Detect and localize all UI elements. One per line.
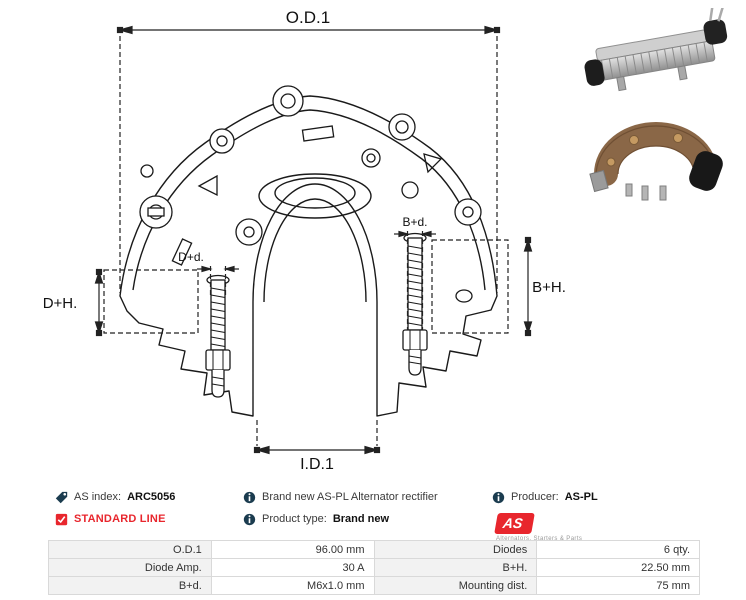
- tag-icon: [55, 491, 68, 504]
- dim-label-dd: D+d.: [178, 250, 204, 264]
- spec-value: 75 mm: [536, 576, 700, 595]
- spec-label: Diodes: [373, 540, 538, 559]
- standard-line-badge: STANDARD LINE: [74, 513, 166, 525]
- spec-row: B+d. M6x1.0 mm Mounting dist. 75 mm: [48, 576, 700, 595]
- spec-label: B+H.: [373, 558, 538, 577]
- producer-field: Producer: AS-PL: [492, 491, 717, 504]
- as-pl-logo: AS: [494, 513, 536, 534]
- right-mounting-bolt: [402, 232, 428, 376]
- info-icon: [243, 491, 256, 504]
- dim-label-id1: I.D.1: [300, 456, 334, 473]
- product-photo-side-view: [584, 8, 728, 92]
- product-photo-top-view: [589, 122, 723, 201]
- spec-row: O.D.1 96.00 mm Diodes 6 qty.: [48, 540, 700, 559]
- product-type-label: Product type:: [262, 513, 327, 525]
- spec-value: 22.50 mm: [536, 558, 700, 577]
- dim-label-dh: D+H.: [43, 295, 78, 312]
- spec-label: O.D.1: [48, 540, 212, 559]
- spec-label: Diode Amp.: [48, 558, 212, 577]
- producer-value: AS-PL: [564, 491, 598, 503]
- dim-label-bd: B+d.: [402, 215, 427, 229]
- info-icon: [243, 513, 256, 526]
- spec-value: 96.00 mm: [210, 540, 375, 559]
- standard-line-field: STANDARD LINE: [55, 513, 243, 526]
- left-mounting-bolt: [205, 274, 231, 398]
- as-pl-logo-tagline: Alternators, Starters & Parts: [496, 536, 583, 542]
- as-index-field: AS index: ARC5056: [55, 491, 243, 504]
- spec-label: B+d.: [48, 576, 212, 595]
- plate-holes: [139, 85, 482, 303]
- spec-value: M6x1.0 mm: [210, 576, 375, 595]
- product-description: Brand new AS-PL Alternator rectifier: [262, 491, 438, 503]
- spec-row: Diode Amp. 30 A B+H. 22.50 mm: [48, 558, 700, 577]
- product-type-value: Brand new: [332, 513, 390, 525]
- as-index-value: ARC5056: [127, 491, 176, 503]
- producer-label: Producer:: [511, 491, 559, 503]
- dimension-annotations: O.D.1 I.D.1 D+H. D+d.: [43, 8, 566, 473]
- rectifier-technical-drawing: O.D.1 I.D.1 D+H. D+d.: [43, 8, 566, 473]
- description-field: Brand new AS-PL Alternator rectifier: [243, 491, 492, 504]
- dim-label-od1: O.D.1: [286, 8, 330, 27]
- as-index-label: AS index:: [74, 491, 122, 503]
- spec-label: Mounting dist.: [373, 576, 538, 595]
- producer-logo-block: AS Alternators, Starters & Parts: [492, 513, 717, 542]
- spec-table: O.D.1 96.00 mm Diodes 6 qty. Diode Amp. …: [48, 540, 700, 595]
- product-info-strip: AS index: ARC5056 Brand new AS-PL Altern…: [55, 491, 717, 542]
- product-type-field: Product type: Brand new: [243, 513, 492, 526]
- spec-value: 30 A: [210, 558, 375, 577]
- dim-label-bh: B+H.: [532, 279, 566, 296]
- info-icon: [492, 491, 505, 504]
- checkbox-checked-icon: [55, 513, 68, 526]
- spec-value: 6 qty.: [536, 540, 700, 559]
